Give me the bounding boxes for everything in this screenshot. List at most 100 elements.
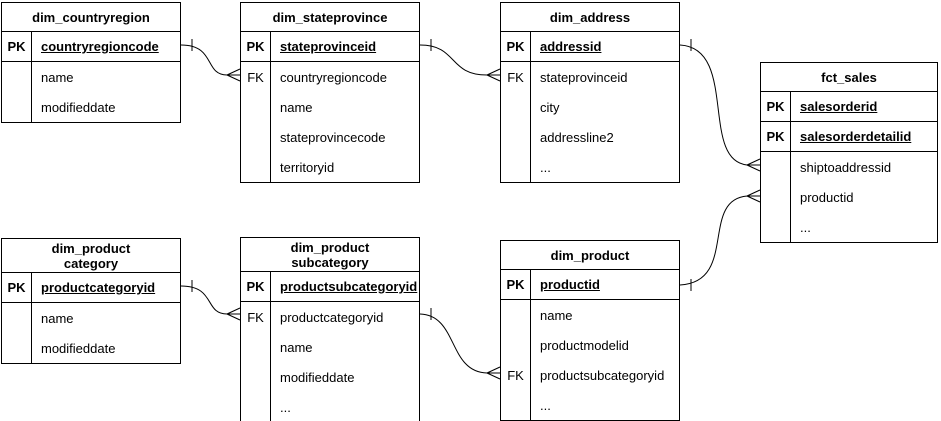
column-name: productcategoryid bbox=[280, 309, 384, 325]
column-name: countryregioncode bbox=[280, 69, 387, 85]
column-name: ... bbox=[280, 399, 291, 415]
key-label-empty bbox=[501, 300, 531, 330]
table-row: ... bbox=[501, 152, 679, 182]
key-label-empty bbox=[501, 330, 531, 360]
key-label: PK bbox=[761, 92, 791, 121]
column-name: salesorderid bbox=[800, 99, 878, 114]
relationship-address-fctsales[interactable] bbox=[679, 39, 761, 172]
table-row: PK countryregioncode bbox=[2, 32, 180, 62]
key-label-empty bbox=[501, 92, 531, 122]
column-name: productmodelid bbox=[540, 337, 629, 353]
table-title: dim_stateprovince bbox=[241, 3, 419, 32]
key-label-empty bbox=[241, 392, 271, 421]
column-name: stateprovinceid bbox=[280, 39, 377, 54]
table-row: name bbox=[2, 303, 180, 333]
table-row: modifieddate bbox=[2, 333, 180, 363]
key-label: FK bbox=[241, 302, 271, 332]
table-dim-productsubcategory[interactable]: dim_product subcategory PK productsubcate… bbox=[240, 237, 420, 421]
column-name: addressid bbox=[540, 39, 602, 54]
table-row: FK productcategoryid bbox=[241, 302, 419, 332]
column-name: productsubcategoryid bbox=[280, 279, 418, 294]
table-row: modifieddate bbox=[2, 92, 180, 122]
table-row: shiptoaddressid bbox=[761, 152, 937, 182]
key-label-empty bbox=[2, 92, 32, 122]
key-label: PK bbox=[761, 122, 791, 151]
relationship-stateprovince-address[interactable] bbox=[419, 39, 501, 82]
column-name: name bbox=[280, 99, 313, 115]
column-name: modifieddate bbox=[280, 369, 355, 385]
key-label-empty bbox=[501, 390, 531, 420]
relationship-countryregion-stateprovince[interactable] bbox=[180, 39, 241, 82]
column-name: name bbox=[540, 307, 573, 323]
key-label: PK bbox=[241, 272, 271, 301]
column-name: productid bbox=[800, 189, 854, 205]
table-row: territoryid bbox=[241, 152, 419, 182]
key-label-empty bbox=[761, 212, 791, 242]
table-dim-productcategory[interactable]: dim_product category PK productcategoryid… bbox=[1, 238, 181, 364]
key-label-empty bbox=[241, 332, 271, 362]
table-title: dim_product subcategory bbox=[241, 238, 419, 272]
table-title: dim_countryregion bbox=[2, 3, 180, 32]
key-label-empty bbox=[2, 333, 32, 363]
table-row: productmodelid bbox=[501, 330, 679, 360]
table-title: dim_product category bbox=[2, 239, 180, 273]
table-row: ... bbox=[241, 392, 419, 421]
column-name: productsubcategoryid bbox=[540, 367, 665, 383]
relationship-product-fctsales[interactable] bbox=[679, 189, 761, 291]
table-row: name bbox=[241, 332, 419, 362]
column-name: modifieddate bbox=[41, 340, 116, 356]
table-row: addressline2 bbox=[501, 122, 679, 152]
key-label: FK bbox=[241, 62, 271, 92]
key-label-empty bbox=[501, 152, 531, 182]
key-label: PK bbox=[241, 32, 271, 61]
table-row: productid bbox=[761, 182, 937, 212]
column-name: stateprovincecode bbox=[280, 129, 386, 145]
column-name: ... bbox=[540, 397, 551, 413]
table-title: dim_product bbox=[501, 241, 679, 270]
column-name: shiptoaddressid bbox=[800, 159, 892, 175]
table-dim-countryregion[interactable]: dim_countryregion PK countryregioncode nam… bbox=[1, 2, 181, 123]
table-row: modifieddate bbox=[241, 362, 419, 392]
table-rows: PK countryregioncode name modifieddate bbox=[2, 32, 180, 122]
table-row: FK countryregioncode bbox=[241, 62, 419, 92]
key-label-empty bbox=[761, 182, 791, 212]
relationship-productsubcategory-product[interactable] bbox=[419, 308, 501, 380]
column-name: productcategoryid bbox=[41, 280, 156, 295]
key-label-empty bbox=[761, 152, 791, 182]
table-row: PK productsubcategoryid bbox=[241, 272, 419, 302]
column-name: modifieddate bbox=[41, 99, 116, 115]
table-row: PK salesorderdetailid bbox=[761, 122, 937, 152]
relationship-productcategory-productsubcategory[interactable] bbox=[180, 280, 241, 321]
table-row: PK stateprovinceid bbox=[241, 32, 419, 62]
key-label: PK bbox=[2, 273, 32, 302]
key-label-empty bbox=[241, 92, 271, 122]
key-label: PK bbox=[2, 32, 32, 61]
key-label-empty bbox=[241, 362, 271, 392]
column-name: salesorderdetailid bbox=[800, 129, 912, 144]
key-label: FK bbox=[501, 62, 531, 92]
table-row: ... bbox=[761, 212, 937, 242]
column-name: city bbox=[540, 99, 560, 115]
table-rows: PK productcategoryid name modifieddate bbox=[2, 273, 180, 363]
table-row: PK productcategoryid bbox=[2, 273, 180, 303]
column-name: name bbox=[41, 69, 74, 85]
column-name: addressline2 bbox=[540, 129, 614, 145]
table-row: name bbox=[2, 62, 180, 92]
column-name: countryregioncode bbox=[41, 39, 159, 54]
column-name: ... bbox=[800, 219, 811, 235]
table-title: dim_address bbox=[501, 3, 679, 32]
